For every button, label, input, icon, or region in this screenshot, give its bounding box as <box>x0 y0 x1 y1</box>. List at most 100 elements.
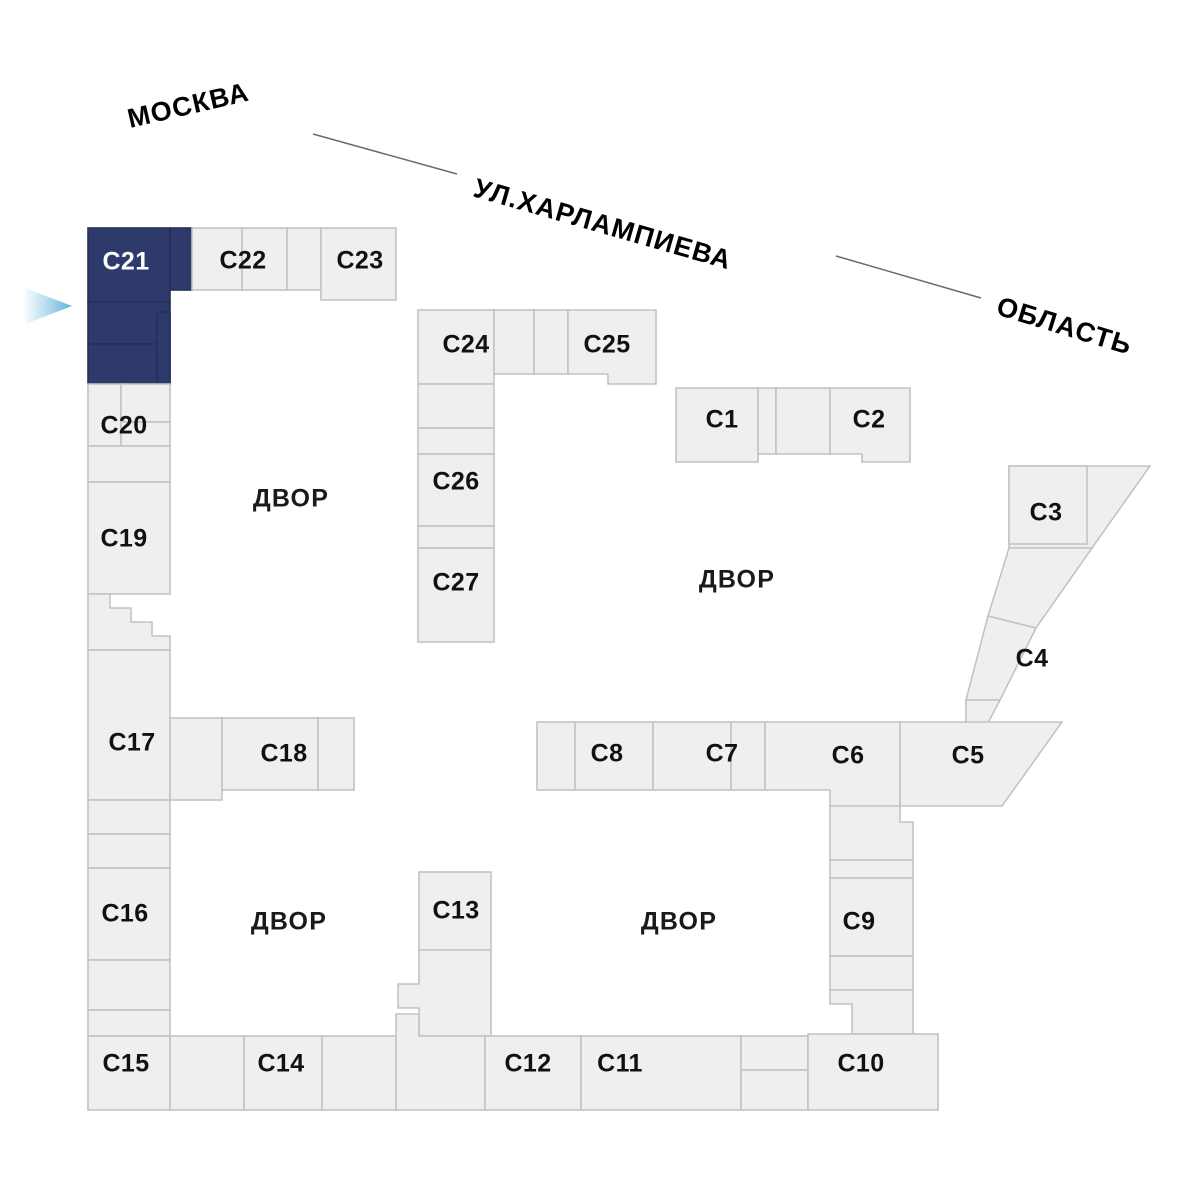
street-label-moscow: МОСКВА <box>125 77 252 134</box>
section-C27-shape[interactable] <box>417 547 495 643</box>
section-label-C11: C11 <box>597 1050 643 1078</box>
section-label-C19: C19 <box>100 525 147 553</box>
street-label-kharlampieva: УЛ.ХАРЛАМПИЕВА <box>470 173 735 275</box>
entrance-arrow-icon[interactable] <box>25 288 72 324</box>
bay-centre-4[interactable] <box>417 427 495 455</box>
block-south <box>87 871 939 1111</box>
street-label-oblast: ОБЛАСТЬ <box>993 291 1136 361</box>
block-north-west <box>87 227 397 385</box>
section-label-C5: C5 <box>952 742 985 770</box>
yard-label-yard-north-west: ДВОР <box>253 485 329 513</box>
bay-ne-1[interactable] <box>757 387 777 455</box>
bay-west-2[interactable] <box>87 445 171 483</box>
section-C23-shape[interactable] <box>320 227 397 301</box>
bay-centre-3[interactable] <box>417 383 495 429</box>
block-west <box>87 383 355 1037</box>
block-north-centre <box>417 309 657 643</box>
section-C16-shape[interactable] <box>87 867 171 961</box>
bay-centre-5[interactable] <box>417 525 495 549</box>
bay-c9-2[interactable] <box>829 955 914 991</box>
bay-west-5[interactable] <box>87 833 171 869</box>
section-C17-shape[interactable] <box>87 649 171 801</box>
section-C8-shape[interactable] <box>574 721 654 791</box>
section-label-C10: C10 <box>837 1050 884 1078</box>
section-C2-shape[interactable] <box>829 387 911 463</box>
east-outline-mid[interactable] <box>986 547 1094 629</box>
bay-west-4[interactable] <box>87 799 171 835</box>
section-C24-shape[interactable] <box>417 309 495 385</box>
bay-south-5[interactable] <box>740 1069 809 1111</box>
section-label-C22: C22 <box>219 247 266 275</box>
section-C14-shape[interactable] <box>243 1035 323 1111</box>
block-c1-c2 <box>675 387 911 463</box>
section-label-C18: C18 <box>260 740 307 768</box>
section-label-C24: C24 <box>442 331 489 359</box>
section-C11-shape[interactable] <box>580 1035 742 1111</box>
section-C26-shape[interactable] <box>417 453 495 527</box>
section-label-C14: C14 <box>257 1050 304 1078</box>
bay-north-1[interactable] <box>286 227 322 291</box>
yard-label-yard-north-east: ДВОР <box>699 566 775 594</box>
leader-line-oblast <box>835 255 982 299</box>
section-C25-shape[interactable] <box>567 309 657 385</box>
section-C9-shape[interactable] <box>829 877 914 957</box>
bay-south-1[interactable] <box>169 1035 245 1111</box>
block-mid-row <box>536 721 914 1035</box>
section-label-C7: C7 <box>706 740 739 768</box>
section-label-C25: C25 <box>583 331 630 359</box>
bay-west-1[interactable] <box>120 421 171 447</box>
section-C18-shape[interactable] <box>221 717 319 791</box>
bay-c9-top[interactable] <box>829 805 914 861</box>
section-C3-shape[interactable] <box>1008 465 1088 545</box>
bay-c9-3[interactable] <box>829 989 914 1035</box>
section-label-C3: C3 <box>1030 499 1063 527</box>
bay-south-4[interactable] <box>740 1035 809 1071</box>
section-label-C15: C15 <box>102 1050 149 1078</box>
section-C1-shape[interactable] <box>675 387 759 463</box>
section-C21-shape[interactable] <box>87 227 193 385</box>
block-east <box>899 465 1152 807</box>
section-label-C16: C16 <box>101 900 148 928</box>
section-label-C1: C1 <box>706 406 739 434</box>
bay-west-7[interactable] <box>87 1009 171 1037</box>
section-label-C26: C26 <box>432 468 479 496</box>
section-C15-shape[interactable] <box>87 1035 171 1111</box>
section-label-C13: C13 <box>432 897 479 925</box>
bay-centre-1[interactable] <box>493 309 535 375</box>
section-C13-shape[interactable] <box>418 871 492 951</box>
bay-ne-2[interactable] <box>775 387 831 455</box>
section-label-C8: C8 <box>591 740 624 768</box>
section-C19-shape[interactable] <box>87 481 171 595</box>
bay-mid-2[interactable] <box>730 721 766 791</box>
bay-centre-2[interactable] <box>533 309 569 375</box>
section-label-C23: C23 <box>336 247 383 275</box>
section-label-C17: C17 <box>108 729 155 757</box>
section-label-C9: C9 <box>843 908 876 936</box>
section-label-C21: C21 <box>102 248 149 276</box>
bay-c9-1[interactable] <box>829 859 914 879</box>
section-C18-shape-b[interactable] <box>317 717 355 791</box>
section-label-C4: C4 <box>1016 645 1049 673</box>
bay-west-6[interactable] <box>87 959 171 1011</box>
yard-label-yard-south-west: ДВОР <box>251 908 327 936</box>
bay-west-3[interactable] <box>169 717 223 801</box>
section-C10-shape[interactable] <box>807 1033 939 1111</box>
section-label-C27: C27 <box>432 569 479 597</box>
leader-line-moscow <box>312 133 458 175</box>
section-label-C12: C12 <box>504 1050 551 1078</box>
bay-c13-lower[interactable] <box>397 949 492 1037</box>
section-C20-shape[interactable] <box>87 383 122 447</box>
bay-mid-1[interactable] <box>536 721 576 791</box>
section-C22-shape-b[interactable] <box>241 227 288 291</box>
bay-south-2[interactable] <box>321 1035 397 1111</box>
section-label-C6: C6 <box>832 742 865 770</box>
stepped-notch-west[interactable] <box>87 593 171 651</box>
section-C22-shape[interactable] <box>191 227 243 291</box>
section-label-C20: C20 <box>100 412 147 440</box>
section-label-C2: C2 <box>853 406 886 434</box>
section-C12-shape[interactable] <box>484 1035 582 1111</box>
